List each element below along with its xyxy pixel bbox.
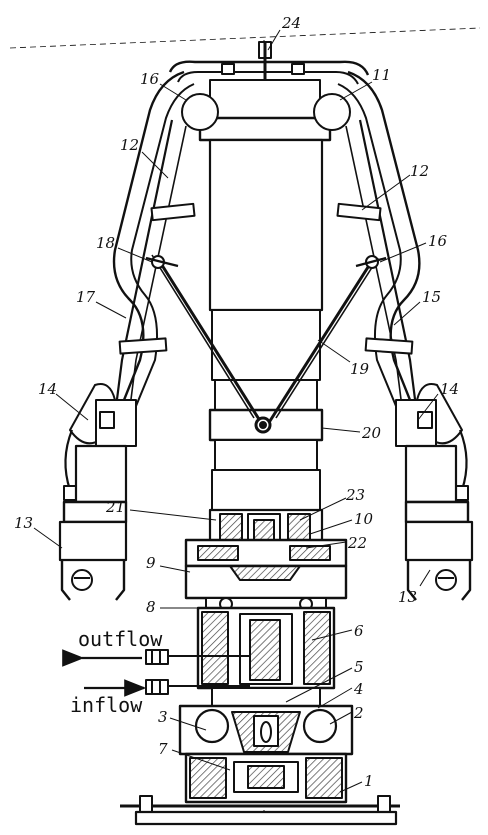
- callout-20: 23: [345, 486, 365, 504]
- left-arm: [58, 70, 196, 601]
- top-right-roller: [313, 93, 351, 131]
- callout-12-left: 12: [120, 136, 139, 154]
- top-edge-line: [9, 27, 481, 49]
- callout-4: 4: [353, 680, 364, 698]
- callout-14-right: 14: [440, 380, 459, 398]
- callout-9: 9: [146, 554, 156, 572]
- right-arm: [336, 70, 474, 601]
- ports: [145, 649, 169, 695]
- callout-12-right: 12: [410, 162, 429, 180]
- callout-3: 3: [158, 708, 168, 726]
- main-column: [208, 138, 324, 511]
- callout-13-right: 13: [398, 588, 417, 606]
- turntable-plate: [184, 538, 348, 600]
- callout-5: 5: [354, 658, 364, 676]
- callout-16-left: 16: [140, 70, 160, 88]
- callout-23: 19: [350, 360, 370, 378]
- base: [120, 752, 400, 826]
- callout-15: 15: [422, 288, 441, 306]
- top-bar: [168, 60, 370, 142]
- callout-19: 22: [347, 534, 367, 552]
- callout-10: 10: [354, 510, 374, 528]
- leader-lines: [33, 29, 439, 793]
- callout-7: 7: [158, 740, 168, 758]
- callout-11: 11: [372, 66, 391, 84]
- callout-16-right: 16: [428, 232, 448, 250]
- callout-6: 6: [354, 622, 364, 640]
- callout-14-left: 14: [38, 380, 57, 398]
- callout-1: 1: [364, 772, 374, 790]
- lower-body: [178, 687, 354, 756]
- callout-13-left: 13: [14, 514, 33, 532]
- callout-21: 20: [361, 424, 382, 442]
- valve-housing: [150, 606, 336, 690]
- callout-22: 18: [96, 234, 115, 252]
- inflow-label: inflow: [70, 693, 143, 717]
- callout-18: 21: [105, 498, 125, 516]
- outflow-label: outflow: [78, 627, 163, 651]
- callout-2: 2: [353, 704, 364, 722]
- top-left-roller: [181, 93, 219, 131]
- callout-numbers: 24 11 16 12 12 16 18 17 15 19 20 14 14 1…: [14, 14, 459, 790]
- callout-24: 24: [281, 14, 301, 32]
- triangle-linkage: [151, 254, 379, 434]
- callout-8: 8: [146, 598, 156, 616]
- callout-17: 17: [76, 288, 96, 306]
